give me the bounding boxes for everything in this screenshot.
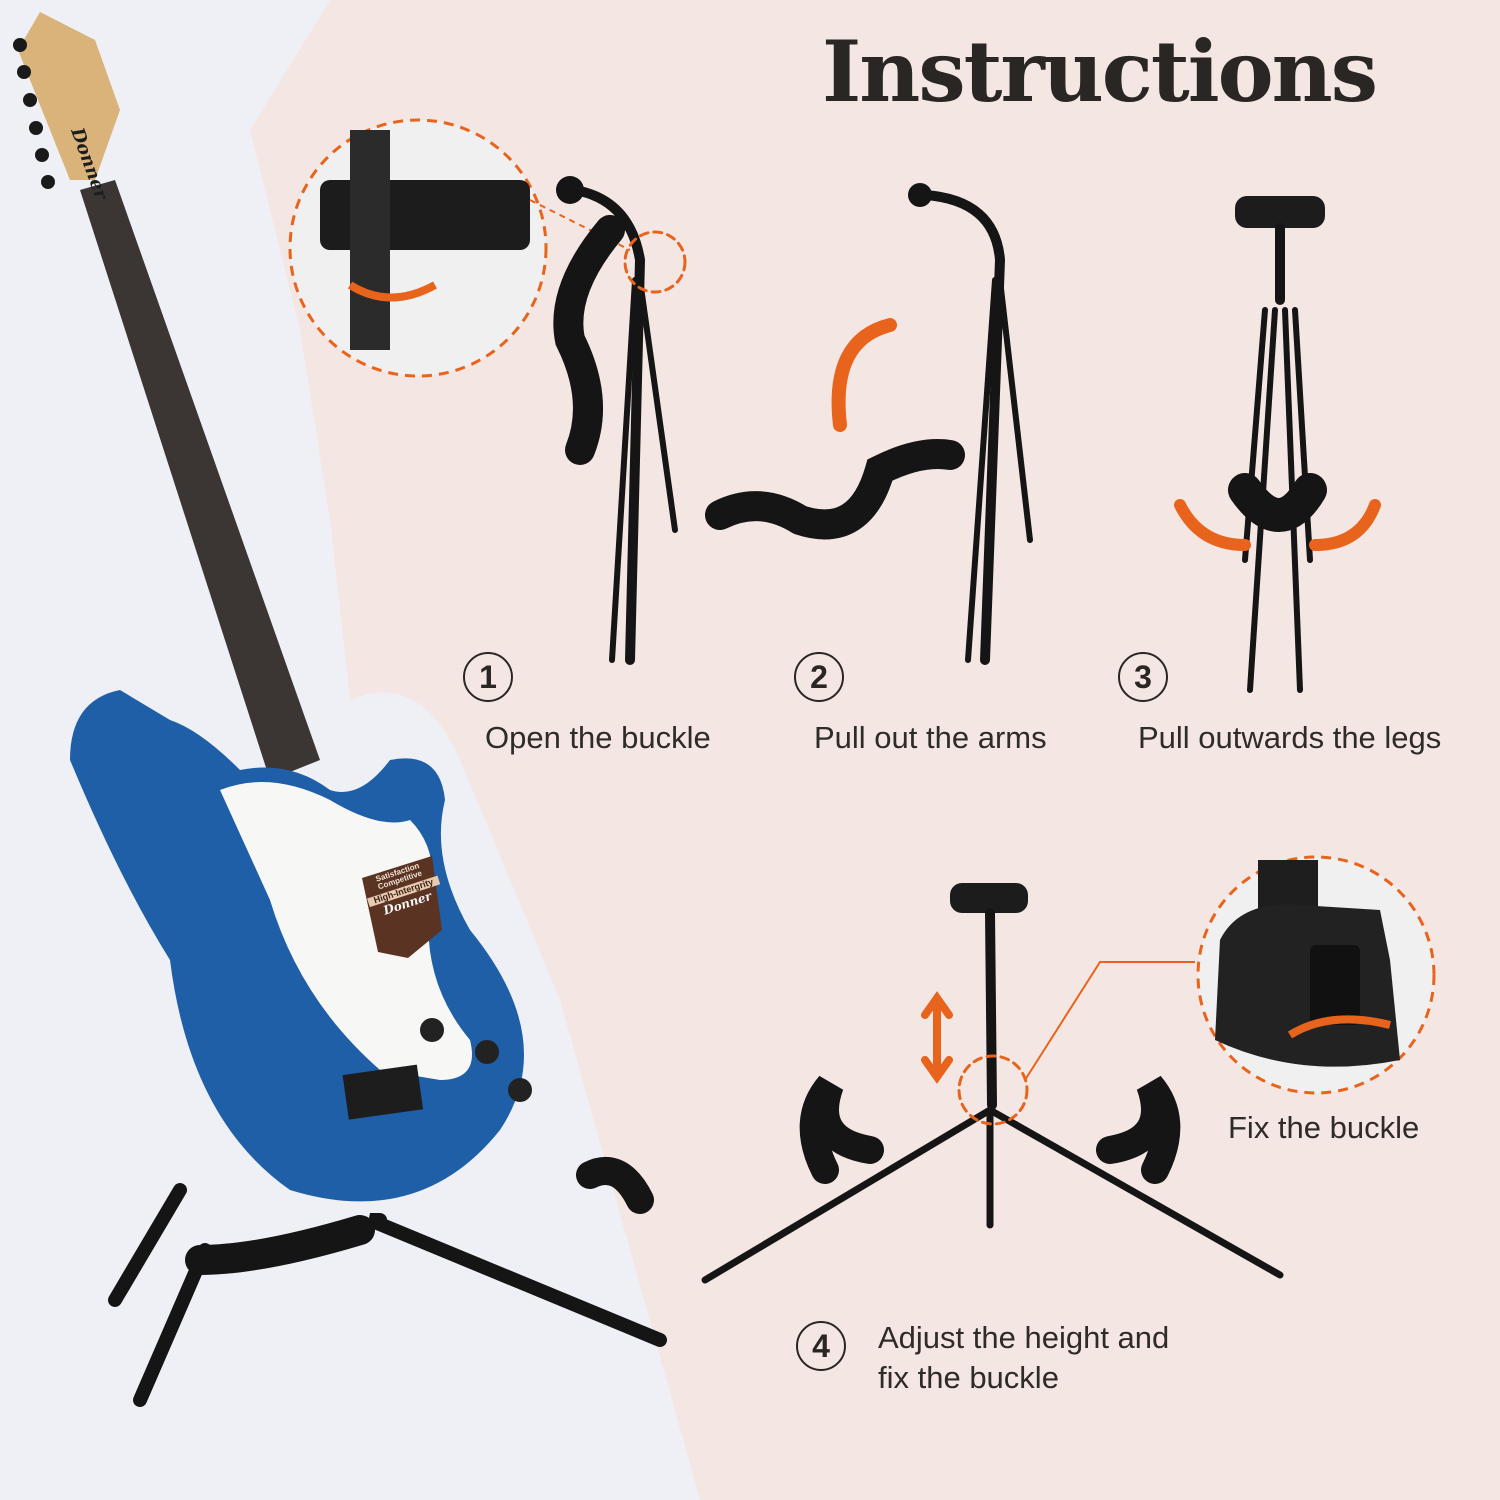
step-number-2: 2 (794, 652, 844, 702)
step-label-4-line1: Adjust the height and (878, 1320, 1170, 1355)
stand-step-1 (553, 176, 687, 665)
step-number-3: 3 (1118, 652, 1168, 702)
stand-step-2 (705, 183, 1033, 665)
detail-inset-open-buckle (288, 118, 548, 378)
detail-inset-fix-buckle (1196, 855, 1436, 1095)
detail-caption: Fix the buckle (1228, 1110, 1420, 1145)
step-number-4: 4 (796, 1321, 846, 1371)
step-label-2: Pull out the arms (814, 720, 1047, 755)
stand-step-4 (701, 883, 1284, 1284)
step-number-1: 1 (463, 652, 513, 702)
stand-step-3 (1174, 196, 1381, 693)
step-label-1: Open the buckle (485, 720, 711, 755)
step-label-4-line2: fix the buckle (878, 1360, 1059, 1395)
guitar-image (13, 12, 532, 1202)
connector-line (1024, 961, 1195, 1081)
step-label-3: Pull outwards the legs (1138, 720, 1442, 755)
guitar-stand-left (108, 1157, 667, 1407)
page-title: Instructions (822, 22, 1378, 121)
